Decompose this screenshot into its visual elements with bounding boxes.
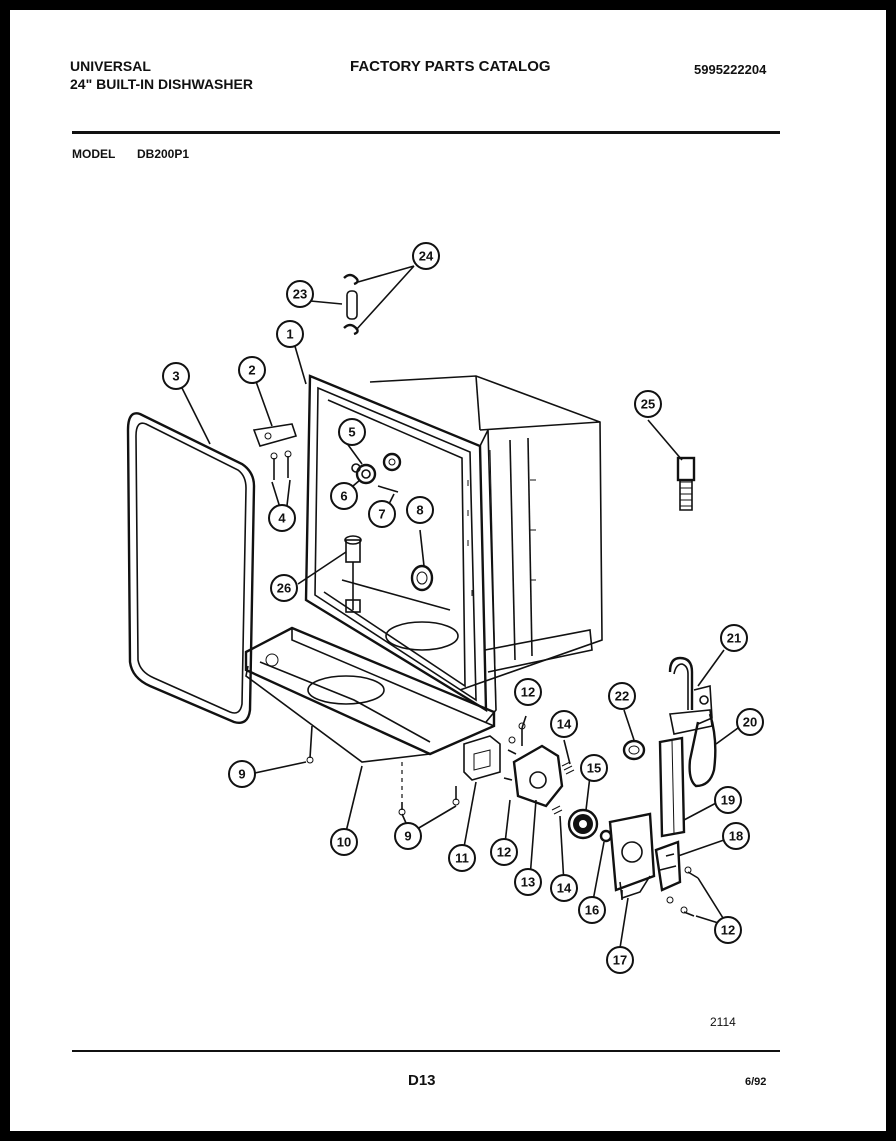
callout-12a-label: 12 — [521, 685, 535, 700]
callout-18: 18 — [722, 822, 750, 850]
dispenser-cluster — [622, 656, 717, 917]
callout-5-label: 5 — [348, 425, 355, 440]
callout-6: 6 — [330, 482, 358, 510]
exploded-parts-diagram: 1 2 3 4 5 6 7 8 9 9 10 11 12 12 12 13 14… — [126, 242, 764, 974]
catalog-title: FACTORY PARTS CATALOG — [350, 58, 551, 75]
header-rule — [72, 131, 780, 134]
brand-name: UNIVERSAL — [70, 58, 151, 74]
callout-14a-label: 14 — [557, 717, 572, 732]
callout-22: 22 — [608, 682, 636, 710]
callout-15-label: 15 — [587, 761, 601, 776]
callout-13-label: 13 — [521, 875, 535, 890]
callout-2: 2 — [238, 356, 266, 384]
callout-8: 8 — [406, 496, 434, 524]
catalog-part-number: 5995222204 — [694, 62, 767, 77]
screws-9 — [306, 725, 460, 816]
callout-17-label: 17 — [613, 953, 627, 968]
callout-10-label: 10 — [337, 835, 351, 850]
callout-22-label: 22 — [615, 689, 629, 704]
callout-26-label: 26 — [277, 581, 291, 596]
callout-6-label: 6 — [340, 489, 347, 504]
callout-23-label: 23 — [293, 287, 307, 302]
callout-25: 25 — [634, 390, 662, 418]
callout-7: 7 — [368, 500, 396, 528]
callout-10: 10 — [330, 828, 358, 856]
door-gasket — [126, 412, 256, 724]
callout-9a: 9 — [228, 760, 256, 788]
tub-assembly — [304, 374, 603, 723]
base-plate — [244, 626, 496, 763]
callout-14a: 14 — [550, 710, 578, 738]
callout-20: 20 — [736, 708, 764, 736]
callout-26: 26 — [270, 574, 298, 602]
hinge-bracket — [252, 423, 298, 480]
callout-12c: 12 — [714, 916, 742, 944]
callout-23: 23 — [286, 280, 314, 308]
callout-12a: 12 — [514, 678, 542, 706]
callout-4: 4 — [268, 504, 296, 532]
callout-24-label: 24 — [419, 249, 434, 264]
page-number: D13 — [408, 1072, 436, 1089]
pin-and-clips — [343, 273, 359, 336]
callout-4-label: 4 — [278, 511, 286, 526]
callout-11-label: 11 — [455, 851, 469, 866]
callout-5: 5 — [338, 418, 366, 446]
callout-19: 19 — [714, 786, 742, 814]
product-name: 24" BUILT-IN DISHWASHER — [70, 76, 253, 92]
callout-1-label: 1 — [286, 327, 293, 342]
model-label: MODEL — [72, 147, 116, 161]
callout-24: 24 — [412, 242, 440, 270]
parts-sheet: 1 2 3 4 5 6 7 8 9 9 10 11 12 12 12 13 14… — [10, 10, 886, 1131]
callout-14b: 14 — [550, 874, 578, 902]
callout-21: 21 — [720, 624, 748, 652]
callout-17: 17 — [606, 946, 634, 974]
callout-21-label: 21 — [727, 631, 741, 646]
callout-19-label: 19 — [721, 793, 735, 808]
callout-25-label: 25 — [641, 397, 655, 412]
callout-12c-label: 12 — [721, 923, 735, 938]
callout-16-label: 16 — [585, 903, 599, 918]
callout-9b-label: 9 — [404, 829, 411, 844]
revision-date: 6/92 — [745, 1076, 767, 1088]
bolt-25 — [676, 456, 696, 511]
callout-18-label: 18 — [729, 829, 743, 844]
callout-9b: 9 — [394, 822, 422, 850]
callout-3-label: 3 — [172, 369, 179, 384]
footer-rule — [72, 1050, 780, 1052]
callout-14b-label: 14 — [557, 881, 572, 896]
callout-15: 15 — [580, 754, 608, 782]
motor-cluster — [463, 722, 656, 900]
callout-11: 11 — [448, 844, 476, 872]
drawing-number: 2114 — [710, 1015, 736, 1029]
callout-9a-label: 9 — [238, 767, 245, 782]
callout-8-label: 8 — [416, 503, 423, 518]
callout-20-label: 20 — [743, 715, 757, 730]
model-number: DB200P1 — [137, 147, 190, 161]
callout-1: 1 — [276, 320, 304, 348]
callout-12b: 12 — [490, 838, 518, 866]
callout-13: 13 — [514, 868, 542, 896]
callout-16: 16 — [578, 896, 606, 924]
callout-12b-label: 12 — [497, 845, 511, 860]
callout-3: 3 — [162, 362, 190, 390]
callout-7-label: 7 — [378, 507, 385, 522]
callout-2-label: 2 — [248, 363, 255, 378]
